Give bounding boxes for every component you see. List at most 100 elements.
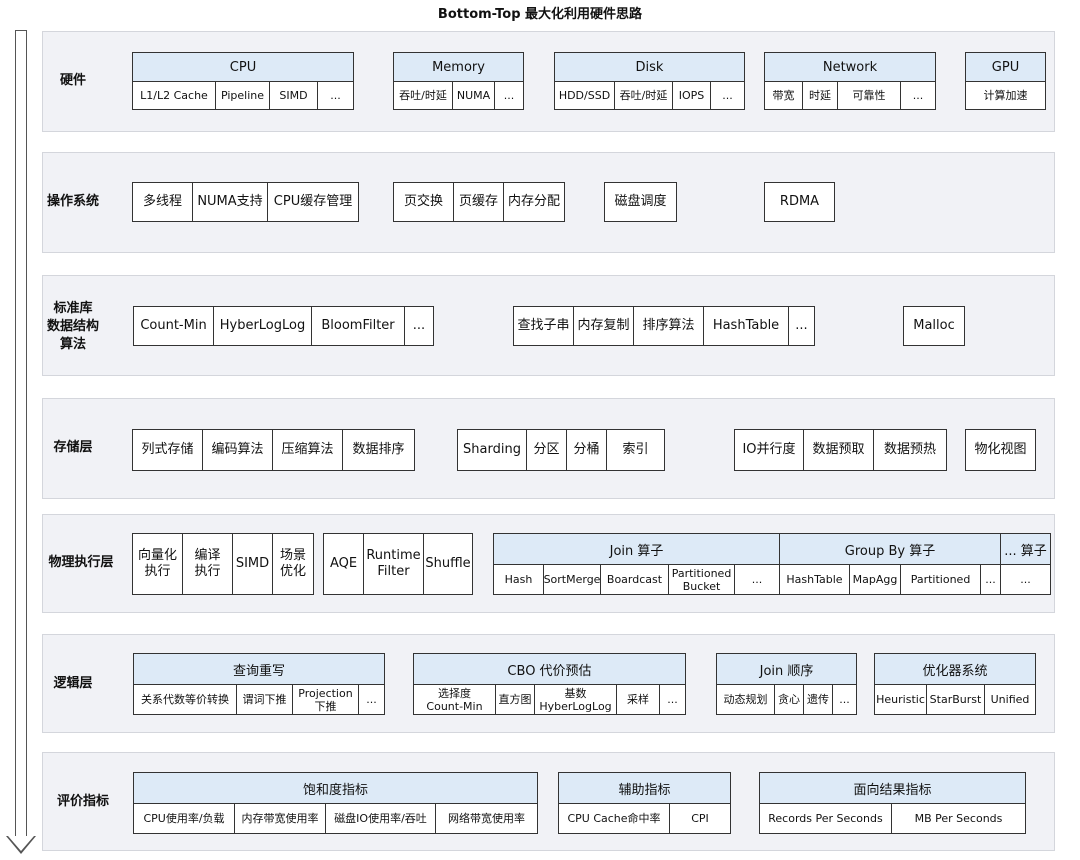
logical-group-2-header: Join 顺序	[717, 654, 856, 685]
metrics-group-2-cell-1: MB Per Seconds	[892, 804, 1025, 833]
hardware-group-1-cell-0: 吞吐/时延	[394, 82, 453, 109]
physical-group-1-cell-0: AQE	[324, 534, 364, 594]
os-group-0-cell-2: CPU缓存管理	[268, 183, 358, 221]
logical-group-3-cell-2: Unified	[985, 685, 1035, 714]
physical-group-2-cell-4: ...	[735, 565, 779, 594]
logical-group-0-cell-0: 关系代数等价转换	[134, 685, 237, 714]
logical-group-0-cell-2: Projection 下推	[293, 685, 359, 714]
storage-group-2-cell-2: 数据预热	[874, 430, 946, 470]
storage-group-0-cell-1: 编码算法	[203, 430, 273, 470]
hardware-group-1-cell-1: NUMA	[453, 82, 495, 109]
hardware-group-2-cell-3: ...	[711, 82, 744, 109]
metrics-group-0-cell-3: 网络带宽使用率	[436, 804, 537, 833]
hardware-group-3-header: Network	[765, 53, 935, 82]
hardware-group-3-cell-0: 带宽	[765, 82, 803, 109]
os-group-0-cell-1: NUMA支持	[193, 183, 268, 221]
hardware-group-3-cell-1: 时延	[803, 82, 838, 109]
physical-group-2-cell-2: Boardcast	[601, 565, 669, 594]
bottom-top-arrow	[15, 30, 27, 838]
os-group-3: RDMA	[764, 182, 835, 222]
physical-group-0-cell-2: SIMD	[233, 534, 273, 594]
logical-group-0-cell-3: ...	[359, 685, 384, 714]
stdlib-group-1-cell-4: ...	[789, 307, 814, 345]
metrics-group-1-cell-0: CPU Cache命中率	[559, 804, 670, 833]
physical-group-1-cell-2: Shuffle	[424, 534, 472, 594]
physical-group-4-cell-0: ...	[1001, 565, 1050, 594]
stdlib-group-1-cell-1: 内存复制	[574, 307, 634, 345]
hardware-group-0-cell-0: L1/L2 Cache	[133, 82, 216, 109]
storage-group-0: 列式存储编码算法压缩算法数据排序	[132, 429, 415, 471]
os-group-3-cell-0: RDMA	[765, 183, 834, 221]
logical-group-2-cell-1: 贪心	[775, 685, 804, 714]
physical-group-0-cell-3: 场景 优化	[273, 534, 313, 594]
layer-label-physical: 物理执行层	[48, 555, 114, 570]
arrow-head	[6, 836, 36, 854]
metrics-group-1-header: 辅助指标	[559, 773, 730, 804]
hardware-group-0-header: CPU	[133, 53, 353, 82]
layer-label-stdlib: 标准库 数据结构 算法	[46, 301, 99, 352]
layer-label-logical: 逻辑层	[53, 676, 93, 691]
physical-group-4-header: ... 算子	[1001, 534, 1050, 565]
os-group-1-cell-1: 页缓存	[454, 183, 504, 221]
storage-group-3-cell-0: 物化视图	[966, 430, 1035, 470]
physical-group-0-cell-1: 编译 执行	[183, 534, 233, 594]
hardware-group-2-header: Disk	[555, 53, 744, 82]
storage-group-1-cell-0: Sharding	[458, 430, 527, 470]
os-group-0-cell-0: 多线程	[133, 183, 193, 221]
logical-group-2-cell-3: ...	[833, 685, 856, 714]
logical-group-3-header: 优化器系统	[875, 654, 1035, 685]
hardware-group-1-cell-2: ...	[495, 82, 523, 109]
logical-group-1-cell-2: 基数 HyberLogLog	[535, 685, 617, 714]
stdlib-group-1-cell-2: 排序算法	[634, 307, 704, 345]
storage-group-2: IO并行度数据预取数据预热	[734, 429, 947, 471]
metrics-group-0-cell-1: 内存带宽使用率	[235, 804, 326, 833]
storage-group-2-cell-1: 数据预取	[804, 430, 874, 470]
hardware-group-0-cell-2: SIMD	[270, 82, 318, 109]
physical-group-3-cell-1: MapAgg	[850, 565, 901, 594]
hardware-group-2-cell-0: HDD/SSD	[555, 82, 615, 109]
os-group-1-cell-2: 内存分配	[504, 183, 564, 221]
logical-group-2-cell-2: 遗传	[804, 685, 833, 714]
logical-group-3-cell-1: StarBurst	[927, 685, 985, 714]
logical-group-1-cell-0: 选择度 Count-Min	[414, 685, 496, 714]
diagram-title: Bottom-Top 最大化利用硬件思路	[437, 7, 643, 22]
physical-group-4: ... 算子...	[1000, 533, 1051, 595]
physical-group-3-cell-0: HashTable	[780, 565, 850, 594]
os-group-2-cell-0: 磁盘调度	[605, 183, 676, 221]
physical-group-3-cell-3: ...	[981, 565, 1000, 594]
storage-group-0-cell-0: 列式存储	[133, 430, 203, 470]
metrics-group-0-cell-0: CPU使用率/负载	[134, 804, 235, 833]
os-group-2: 磁盘调度	[604, 182, 677, 222]
physical-group-2-cell-1: SortMerge	[544, 565, 601, 594]
logical-group-0-header: 查询重写	[134, 654, 384, 685]
physical-group-1-cell-1: Runtime Filter	[364, 534, 424, 594]
metrics-group-0-header: 饱和度指标	[134, 773, 537, 804]
logical-group-1-cell-3: 采样	[617, 685, 660, 714]
logical-group-1-cell-1: 直方图	[496, 685, 535, 714]
metrics-group-1-cell-1: CPI	[670, 804, 730, 833]
stdlib-group-0-cell-2: BloomFilter	[312, 307, 405, 345]
logical-group-0-cell-1: 谓词下推	[237, 685, 293, 714]
logical-group-1-cell-4: ...	[660, 685, 685, 714]
logical-group-2-cell-0: 动态规划	[717, 685, 775, 714]
layer-label-metrics: 评价指标	[56, 794, 109, 809]
hardware-group-1-header: Memory	[394, 53, 523, 82]
